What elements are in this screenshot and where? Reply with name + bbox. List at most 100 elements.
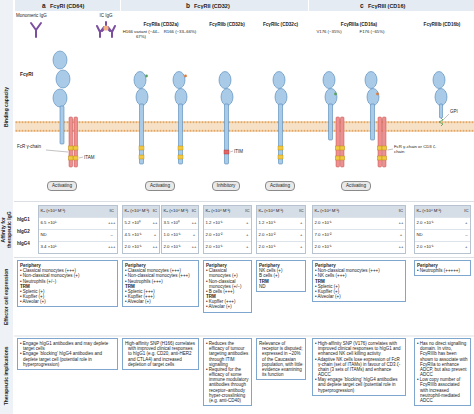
panel-letter: b <box>186 2 190 9</box>
text-line: • Alveolar (+) <box>206 304 249 309</box>
text-line: • Required for the efficacy of some immu… <box>206 367 249 403</box>
table-cell: 3.5 ×10⁰ <box>162 217 190 229</box>
text-line: • Kupffer (+) <box>315 289 403 294</box>
affinity-table: Kₐ (×10⁶ M⁻¹)IC5.2 ×10⁰++4.5 ×10⁻¹+2.0 ×… <box>122 205 160 254</box>
table-cell: 3.4 ×10¹ <box>39 241 106 253</box>
table-cell: +++ <box>106 217 117 229</box>
text-line: Activating <box>346 183 366 188</box>
text-line: • Non-classical monocytes (+++) <box>125 273 196 278</box>
table-cell: ++ <box>397 241 405 253</box>
text-line: • Classical monocytes (+++) <box>125 268 196 273</box>
implication-box: Relevance of receptor is disputed; expre… <box>256 338 306 380</box>
variant-label: R166 (~33–66%) <box>161 30 199 35</box>
text-line: Activating <box>52 183 72 188</box>
row-header: hIgG4 <box>17 241 37 246</box>
variant-label: H166 variant (~44–67%) <box>122 30 160 40</box>
affinity-table: Kₐ (×10⁶ M⁻¹)IC3.5 ×10⁰++1.0 ×10⁻¹+2.0 ×… <box>161 205 199 254</box>
icon-label: Monomeric IgG <box>16 13 56 18</box>
text-line: • Splenic (+) <box>315 284 403 289</box>
text-line: • Adaptive NK cells lose expression of F… <box>315 357 403 378</box>
text-line: • Neutrophils (+++++) <box>417 268 468 273</box>
anchor-label: GPI <box>450 109 470 114</box>
text-line: Inhibitory <box>217 183 236 188</box>
text-line: • May engage ‘blocking’ hIgG4 antibodies… <box>315 377 403 393</box>
text-line: Periphery <box>259 263 303 268</box>
table-cell: + <box>397 229 405 241</box>
expression-box: Periphery• Non-classical monocytes (+++)… <box>312 260 406 302</box>
expression-box: Periphery• Classical monocytes (+++)• No… <box>122 260 199 307</box>
text-line: Relevance of receptor is disputed; expre… <box>259 341 303 377</box>
receptor-name: FcγRIIIb (CD16b) <box>412 22 472 27</box>
table-cell: 2.0 ×10⁻¹ <box>313 217 397 229</box>
affinity-table: Kₐ (×10⁶ M⁻¹)IC2.0 ×10⁻¹++7.0 ×10⁻²+2.0 … <box>312 205 406 254</box>
text-line: • Non-classical monocytes (+++) <box>315 268 403 273</box>
receptor-name: FcγRIIc (CD32c) <box>255 22 306 27</box>
variant-label: F176 (~65%) <box>352 30 392 35</box>
implication-box: High-affinity SNP (H166) correlates with… <box>122 338 199 370</box>
table-cell: 7.0 ×10⁻² <box>313 229 397 241</box>
table-cell: Kₐ (×10⁶ M⁻¹) <box>313 206 397 217</box>
table-cell: 2.0 ×10⁻² <box>257 229 298 241</box>
text-line: • Splenic (+) <box>20 289 115 294</box>
table-cell: ++ <box>190 217 198 229</box>
text-line: • Kupffer (+) <box>20 294 115 299</box>
text-line: • Classical monocytes (+++) <box>20 268 115 273</box>
text-line: Periphery <box>315 263 403 268</box>
affinity-table: Kₐ (×10⁶ M⁻¹)IC6.5 ×10¹+++ND–3.4 ×10¹+++ <box>38 205 118 254</box>
row-header: hIgG1 <box>17 217 37 222</box>
panel-title: FcγRIII (CD16) <box>368 3 405 9</box>
panel-letter: c <box>360 2 364 9</box>
text-line: • Engage hIgG1 antibodies and may deplet… <box>20 341 115 351</box>
row-label: Binding capacity <box>4 14 10 199</box>
table-cell: Kₐ (×10⁶ M⁻¹) <box>204 206 244 217</box>
table-cell: 1.2 ×10⁻¹ <box>204 217 244 229</box>
text-line: • Alveolar (+) <box>20 299 115 304</box>
activity-pill: Activating <box>145 181 175 191</box>
text-line: • Has no direct signalling domain. In vi… <box>417 341 468 377</box>
table-cell: Kₐ (×10⁶ M⁻¹) <box>162 206 190 217</box>
row-label: Affinity for therapeutic IgG <box>1 204 13 255</box>
variant-label: V176 (~35%) <box>309 30 349 35</box>
table-cell: 1.0 ×10⁻¹ <box>162 229 190 241</box>
text-line: TRM <box>125 284 196 289</box>
implication-box: • High-affinity SNP (V176) correlates wi… <box>312 338 406 396</box>
text-line: • Splenic (+++) <box>125 289 196 294</box>
table-cell: ++ <box>190 241 198 253</box>
table-cell: 2.0 ×10⁻¹ <box>415 217 463 229</box>
table-cell: + <box>463 217 470 229</box>
table-cell: IC <box>190 206 198 217</box>
text-line: Periphery <box>417 263 468 268</box>
table-cell: 2.0 ×10⁻¹ <box>257 241 298 253</box>
table-cell: ND <box>415 229 463 241</box>
table-cell: 2.0 ×10⁻² <box>204 229 244 241</box>
table-cell: ++ <box>151 241 159 253</box>
table-cell: IC <box>463 206 470 217</box>
table-cell: IC <box>244 206 251 217</box>
table-cell: +++ <box>106 241 117 253</box>
text-line: TRM <box>20 284 115 289</box>
text-line: • Engage ‘blocking’ hIgG4 antibodies and… <box>20 351 115 367</box>
table-cell: 1.2 ×10⁻¹ <box>257 217 298 229</box>
table-cell: 2.0 ×10⁻¹ <box>162 241 190 253</box>
table-cell: 2.0 ×10⁻¹ <box>415 241 463 253</box>
table-cell: ND <box>39 229 106 241</box>
table-cell: + <box>463 241 470 253</box>
table-cell: Kₐ (×10⁶ M⁻¹) <box>39 206 106 217</box>
motif-label: ITAM <box>84 155 104 160</box>
row-label: Therapeutic implications <box>4 339 10 412</box>
expression-box: Periphery• Classical monocytes (+++)• No… <box>17 260 118 307</box>
affinity-table: Kₐ (×10⁶ M⁻¹)IC1.2 ×10⁻¹+2.0 ×10⁻²+2.0 ×… <box>256 205 306 254</box>
text-line: • Low copy number of FcγRIIIb associated… <box>417 377 468 403</box>
activity-pill: Inhibitory <box>212 181 241 191</box>
implication-box: • Engage hIgG1 antibodies and may deplet… <box>17 338 118 370</box>
receptor-name: FcγRIIa (CD32a) <box>122 22 200 27</box>
table-cell: + <box>298 241 305 253</box>
expression-box: Periphery• Classical monocytes (+)• Non-… <box>203 260 252 313</box>
text-line: TRM <box>259 279 303 284</box>
activity-pill: Activating <box>341 181 371 191</box>
text-line: • NK cells (+++) <box>315 273 403 278</box>
text-line: B cells (+) <box>259 273 303 278</box>
receptor-name: FcγRIIIa (CD16a) <box>310 22 408 27</box>
implication-box: • Has no direct signalling domain. In vi… <box>414 338 471 406</box>
receptor-name: FcγRIIb (CD32b) <box>202 22 252 27</box>
